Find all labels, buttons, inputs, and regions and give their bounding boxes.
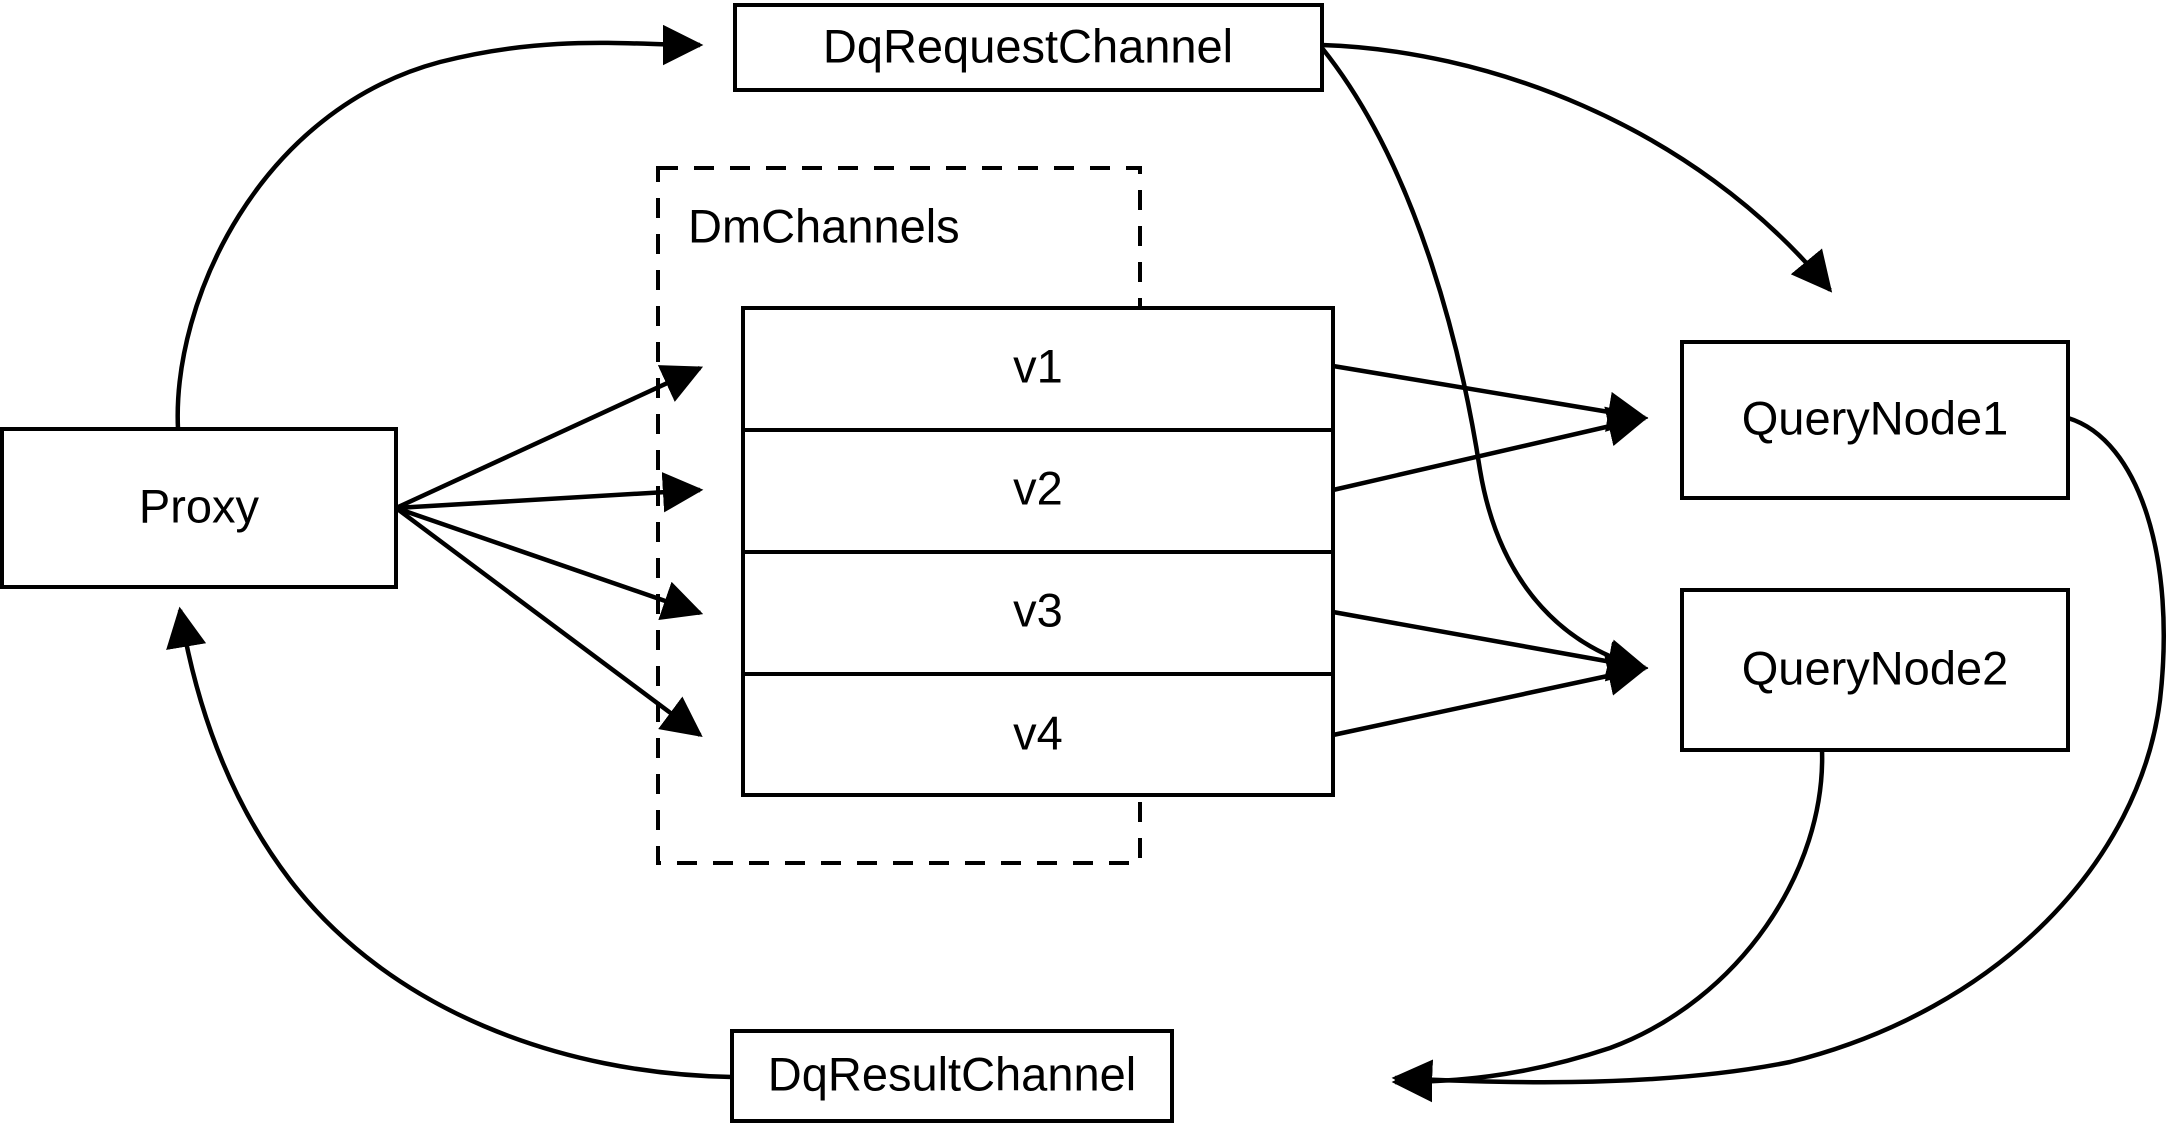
edge-v3-to-querynode2 [1332,609,1649,682]
node-dqrequestchannel-box[interactable] [733,3,1324,92]
node-querynode2-box[interactable] [1680,588,2070,752]
dmchannel-slot-v4[interactable]: v4 [1013,706,1063,759]
edge-v2-to-querynode1 [1332,406,1649,493]
node-proxy-box[interactable] [0,427,398,589]
edge-v4-to-querynode2 [1332,655,1649,738]
edge-proxy-to-v2 [395,471,704,513]
node-proxy-label: Proxy [139,479,260,532]
dmchannel-slot-v1[interactable]: v1 [1013,339,1063,392]
edge-proxy-to-v1 [395,365,704,511]
edge-dqrequestchannel-to-querynode1 [1321,42,1833,293]
dmchannel-slot-v3[interactable]: v3 [1013,583,1063,636]
node-dqrequestchannel-label: DqRequestChannel [823,19,1233,72]
edge-proxy-to-v3 [395,505,704,621]
node-querynode1-box[interactable] [1680,340,2070,500]
dmchannel-slot-v2[interactable]: v2 [1013,461,1063,514]
edge-querynode1-to-dqresultchannel [1391,415,2167,1100]
edge-proxy-to-dqrequestchannel [175,24,704,430]
edge-dqrequestchannel-to-querynode2 [1320,46,1649,680]
edge-v1-to-querynode1 [1332,363,1649,432]
node-dqresultchannel-box[interactable] [730,1029,1174,1123]
edge-querynode2-to-dqresultchannel [1391,749,1825,1103]
edge-proxy-to-v4 [394,506,703,738]
node-querynode2-label: QueryNode2 [1742,641,2009,694]
dmchannels-group-label: DmChannels [688,199,960,252]
node-querynode1-label: QueryNode1 [1742,391,2009,444]
node-dqresultchannel-label: DqResultChannel [768,1047,1136,1100]
edge-dqresultchannel-to-proxy [166,606,733,1080]
